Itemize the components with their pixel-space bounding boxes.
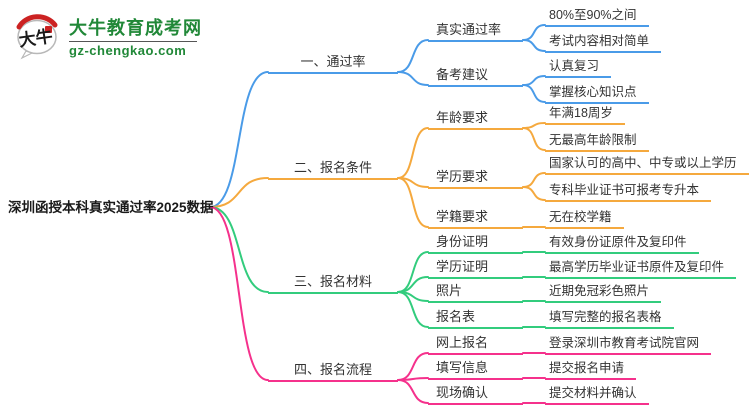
leaf-submit-application: 提交报名申请 — [545, 360, 637, 380]
child-real-passrate: 真实通过率 — [428, 22, 523, 42]
child-form: 报名表 — [428, 309, 523, 329]
leaf-exam-simple: 考试内容相对简单 — [545, 33, 662, 53]
child-age-req: 年龄要求 — [428, 110, 523, 130]
leaf-submit-materials: 提交材料并确认 — [545, 385, 649, 405]
branch-process: 四、报名流程 — [268, 362, 398, 382]
leaf-key-points: 掌握核心知识点 — [545, 84, 649, 104]
logo-bubble-icon: 大牛 — [12, 10, 62, 65]
child-photo: 照片 — [428, 283, 523, 303]
leaf-id-copy: 有效身份证原件及复印件 — [545, 234, 699, 254]
child-edu-req: 学历要求 — [428, 169, 523, 189]
site-name: 大牛教育成考网 — [69, 18, 202, 38]
leaf-diploma-copy: 最高学历毕业证书原件及复印件 — [545, 259, 737, 279]
leaf-no-school-status: 无在校学籍 — [545, 209, 624, 229]
logo-divider — [69, 41, 197, 42]
child-onsite-confirm: 现场确认 — [428, 385, 523, 405]
child-online-signup: 网上报名 — [428, 335, 523, 355]
child-id-proof: 身份证明 — [428, 234, 523, 254]
leaf-college-upgrade: 专科毕业证书可报考专升本 — [545, 182, 712, 202]
leaf-official-site: 登录深圳市教育考试院官网 — [545, 335, 712, 355]
logo-icon-chars: 大牛 — [17, 26, 53, 51]
branch-passrate: 一、通过率 — [268, 54, 398, 74]
root-node: 深圳函授本科真实通过率2025数据 — [8, 200, 214, 215]
leaf-passrate-range: 80%至90%之间 — [545, 7, 649, 27]
leaf-age-18: 年满18周岁 — [545, 105, 625, 125]
site-domain: gz-chengkao.com — [69, 43, 187, 58]
child-prep-advice: 备考建议 — [428, 67, 523, 87]
leaf-review: 认真复习 — [545, 58, 612, 78]
leaf-highschool: 国家认可的高中、中专或以上学历 — [545, 155, 749, 175]
child-enrollment-req: 学籍要求 — [428, 209, 523, 229]
leaf-form-complete: 填写完整的报名表格 — [545, 309, 674, 329]
branch-conditions: 二、报名条件 — [268, 160, 398, 180]
branch-materials: 三、报名材料 — [268, 274, 398, 294]
leaf-no-max-age: 无最高年龄限制 — [545, 132, 649, 152]
child-fill-info: 填写信息 — [428, 360, 523, 380]
child-diploma-proof: 学历证明 — [428, 259, 523, 279]
logo: 大牛 大牛教育成考网 gz-chengkao.com — [12, 10, 202, 65]
leaf-photo-color: 近期免冠彩色照片 — [545, 283, 662, 303]
